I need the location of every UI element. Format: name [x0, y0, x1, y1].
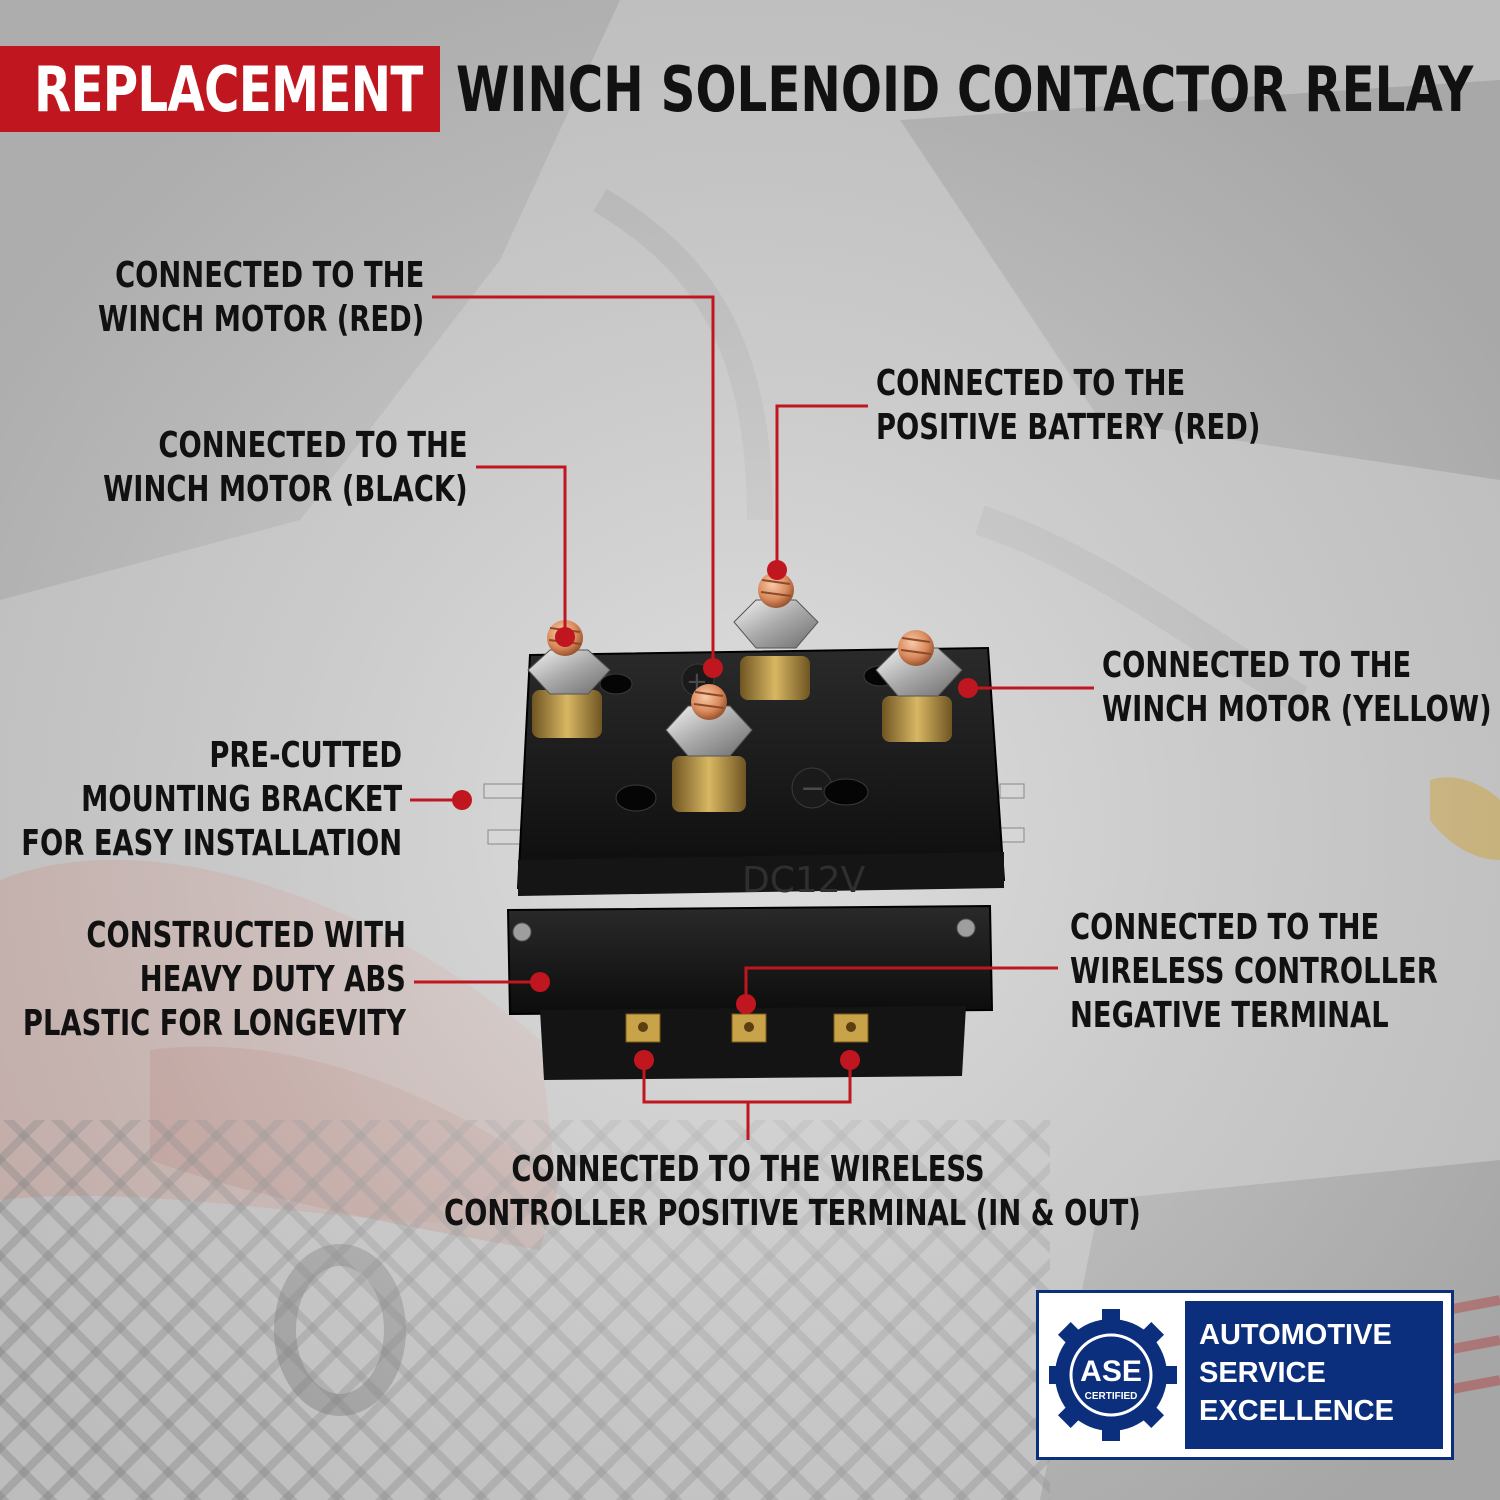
- leader-wireless-neg: [744, 966, 1058, 1004]
- terminal-post-left: [527, 620, 611, 738]
- header-highlight-bar: [0, 46, 440, 132]
- terminal-post-right: [875, 630, 963, 742]
- ase-line-2: SERVICE: [1199, 1357, 1326, 1389]
- leader-battery-red: [775, 404, 868, 570]
- callout-wireless-negative: CONNECTED TO THE WIRELESS CONTROLLER NEG…: [1070, 907, 1438, 1036]
- ase-gear-logo-icon: ASE CERTIFIED: [1045, 1309, 1177, 1441]
- terminal-post-front: [665, 684, 753, 812]
- leader-motor-red: [432, 295, 715, 668]
- leader-lines: [410, 295, 1094, 1140]
- ase-logo-text: ASE: [1080, 1355, 1142, 1388]
- callout-winch-motor-black: CONNECTED TO THE WINCH MOTOR (BLACK): [103, 425, 468, 510]
- callout-mounting-bracket: PRE-CUTTED MOUNTING BRACKET FOR EASY INS…: [21, 735, 402, 864]
- relay-lower-housing: [506, 904, 994, 1080]
- leader-dots: [452, 560, 978, 1070]
- callout-winch-motor-red: CONNECTED TO THE WINCH MOTOR (RED): [97, 255, 425, 340]
- callout-abs-plastic: CONSTRUCTED WITH HEAVY DUTY ABS PLASTIC …: [23, 915, 406, 1044]
- callout-winch-motor-yellow: CONNECTED TO THE WINCH MOTOR (YELLOW): [1102, 645, 1492, 730]
- ase-text-panel: AUTOMOTIVE SERVICE EXCELLENCE: [1185, 1301, 1443, 1449]
- minus-mark: −: [800, 771, 825, 806]
- mounting-bracket: [483, 783, 1025, 845]
- ase-badge: ASE CERTIFIED AUTOMOTIVE SERVICE EXCELLE…: [1036, 1290, 1454, 1460]
- leader-motor-black: [476, 465, 567, 637]
- header-title: WINCH SOLENOID CONTACTOR RELAY: [456, 53, 1474, 126]
- header-highlight-text: REPLACEMENT: [34, 53, 423, 126]
- terminal-post-top: [733, 572, 819, 700]
- ase-line-3: EXCELLENCE: [1199, 1395, 1394, 1427]
- callout-wireless-positive: CONNECTED TO THE WIRELESS CONTROLLER POS…: [444, 1149, 1141, 1234]
- ase-logo-sub: CERTIFIED: [1085, 1391, 1138, 1402]
- callout-positive-battery-red: CONNECTED TO THE POSITIVE BATTERY (RED): [876, 363, 1261, 448]
- ase-logo-area: ASE CERTIFIED: [1045, 1303, 1179, 1447]
- voltage-marking: DC12V: [742, 860, 866, 901]
- ase-line-1: AUTOMOTIVE: [1199, 1319, 1392, 1351]
